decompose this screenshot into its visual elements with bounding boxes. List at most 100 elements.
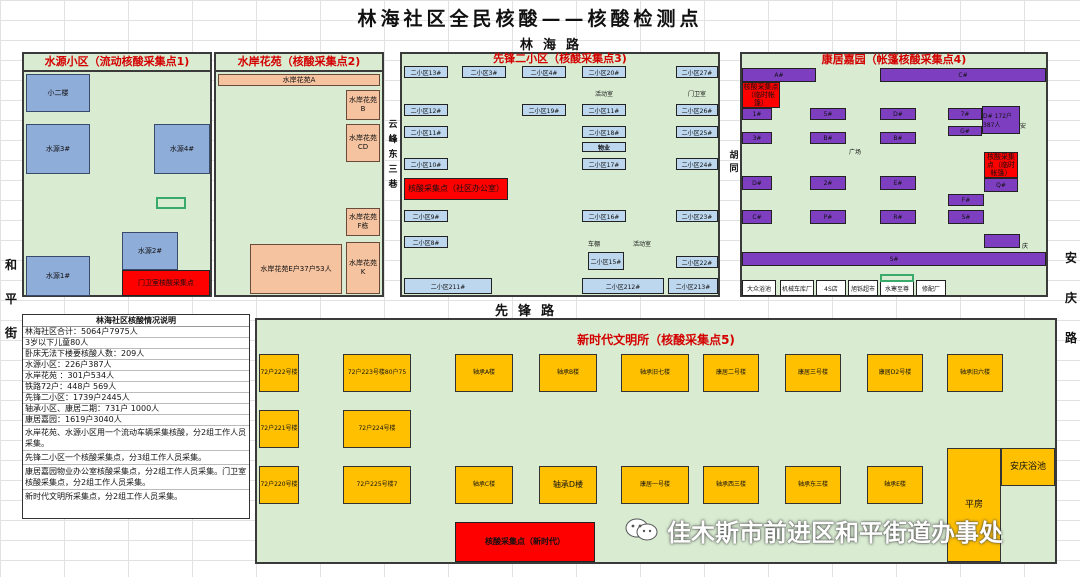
building-block: 二小区212# bbox=[582, 278, 664, 294]
building-block: 轴承E楼 bbox=[867, 466, 923, 504]
legend-row: 卧床无法下楼要核酸人数：209人 bbox=[23, 349, 249, 360]
cell-highlight bbox=[880, 274, 914, 282]
building-block: 2# bbox=[810, 176, 846, 190]
building-block: 二小区18# bbox=[582, 126, 626, 138]
building-block: 二小区16# bbox=[582, 210, 626, 222]
building-block: 小二楼 bbox=[26, 74, 90, 112]
legend-table: 林海社区核酸情况说明 林海社区合计：5064户7975人 3岁以下儿童80人 卧… bbox=[22, 314, 250, 519]
legend-row: 新时代文明所采集点，分2组工作人员采集。 bbox=[25, 492, 183, 501]
legend-row: 水源小区：226户387人 bbox=[23, 360, 249, 371]
building-block: 二小区9# bbox=[404, 210, 448, 222]
shop-block: 大众浴池 bbox=[742, 280, 776, 296]
building-block: C# bbox=[880, 68, 1046, 82]
building-block: 轴承东三楼 bbox=[785, 466, 841, 504]
building-block: 7# bbox=[948, 108, 982, 120]
road-hutong: 胡 同 bbox=[729, 151, 739, 174]
building-block: 轴承D楼 bbox=[539, 466, 597, 504]
building-block: 二小区22# bbox=[676, 256, 718, 268]
shop-block: 机械车库厂 bbox=[780, 280, 814, 296]
building-block: 水源3# bbox=[26, 124, 90, 174]
watermark: 佳木斯市前进区和平街道办事处 bbox=[625, 512, 1065, 548]
page-title: 林海社区全民核酸——核酸检测点 bbox=[357, 8, 703, 30]
shop-block: 旭铄超市 bbox=[848, 280, 878, 296]
building-block: 二小区24# bbox=[676, 158, 718, 170]
building-block: 轴承西三楼 bbox=[703, 466, 759, 504]
building-block: 72户225号楼7 bbox=[343, 466, 411, 504]
building-block: 轴承A楼 bbox=[455, 354, 513, 392]
facility-label: 活动室 bbox=[594, 90, 613, 98]
building-block: 二小区8# bbox=[404, 236, 448, 248]
building-block: 水岸花苑B bbox=[346, 90, 380, 120]
building-block: 康居D2号楼 bbox=[867, 354, 923, 392]
panel-title: 先锋二小区（核酸采集点3) bbox=[493, 52, 627, 65]
testing-point-marker: 核酸采集点（新时代） bbox=[455, 522, 595, 562]
shop-block: 水寒至尊 bbox=[880, 280, 914, 296]
legend-row: 先锋二小区：1739户2445人 bbox=[23, 393, 249, 404]
building-block: 轴承C楼 bbox=[455, 466, 513, 504]
legend-row: 水岸花苑、水源小区用一个流动车辆采集核酸，分2组工作人员采集。 bbox=[23, 426, 249, 451]
building-block: 72户221号楼 bbox=[259, 410, 299, 448]
testing-point-marker: 门卫室核酸采集点 bbox=[122, 270, 210, 296]
building-pingfang: 平房 bbox=[947, 448, 1001, 562]
building-block: 二小区3# bbox=[462, 66, 506, 78]
testing-point-marker: 核酸采集点（临时帐篷） bbox=[984, 152, 1018, 178]
building-block: B# bbox=[810, 132, 846, 144]
building-block: 二小区13# bbox=[404, 66, 448, 78]
building-block: 康居二号楼 bbox=[703, 354, 759, 392]
shop-block: 修配厂 bbox=[916, 280, 946, 296]
road-anqing: 安 庆 路 bbox=[1064, 251, 1077, 345]
building-block: 二小区213# bbox=[668, 278, 718, 294]
building-block: 二小区19# bbox=[522, 104, 566, 116]
cell-highlight bbox=[156, 197, 186, 209]
panel-shuian: 水岸花苑（核酸采集点2) 水岸花苑A 水岸花苑B 水岸花苑CD 水岸花苑F栋 水… bbox=[214, 52, 384, 297]
building-block: P# bbox=[810, 210, 846, 224]
building-block: 水源1# bbox=[26, 256, 90, 296]
building-block: G# bbox=[948, 126, 982, 136]
panel-kangju: 康居嘉园（帐篷核酸采集点4) A# C# 核酸采集点（临时帐篷） 1# 5# D… bbox=[740, 52, 1048, 297]
building-block: 二小区25# bbox=[676, 126, 718, 138]
panel-title: 新时代文明所（核酸采集点5) bbox=[577, 333, 735, 347]
building-block: 水源2# bbox=[122, 232, 178, 270]
building-block: 72户220号楼 bbox=[259, 466, 299, 504]
building-block-d: D# 172户 387人 bbox=[982, 106, 1020, 134]
facility-label: 门卫室 bbox=[687, 90, 706, 98]
wechat-icon bbox=[625, 517, 659, 543]
legend-row: 康居嘉园物业办公室核酸采集点，分2组工作人员采集。门卫室核酸采集点，分2组工作人… bbox=[23, 465, 249, 490]
watermark-text: 佳木斯市前进区和平街道办事处 bbox=[667, 518, 1003, 547]
building-block: 水岸花苑CD bbox=[346, 124, 380, 162]
building-block: 二小区27# bbox=[676, 66, 718, 78]
building-block: 72户224号楼 bbox=[343, 410, 411, 448]
building-block: E# bbox=[880, 176, 916, 190]
building-block: 72户223号楼80户75 bbox=[343, 354, 411, 392]
building-block: 二小区23# bbox=[676, 210, 718, 222]
building-block: Q# bbox=[984, 178, 1018, 192]
building-block: 二小区12# bbox=[404, 104, 448, 116]
panel-title: 水源小区（流动核酸采集点1) bbox=[24, 54, 210, 72]
area-label: 庆 bbox=[1021, 242, 1028, 250]
building-block: F# bbox=[948, 194, 984, 206]
building-block: 轴承旧六楼 bbox=[947, 354, 1003, 392]
testing-point-marker: 核酸采集点（临时帐篷） bbox=[742, 82, 780, 108]
building-block: 二小区10# bbox=[404, 158, 448, 170]
building-block: 水岸花苑E户37户53人 bbox=[250, 244, 342, 294]
facility-label: 物业 bbox=[582, 142, 626, 152]
building-block: A# bbox=[742, 68, 816, 82]
shop-block: 4S店 bbox=[816, 280, 846, 296]
testing-point-marker: 核酸采集点（社区办公室） bbox=[404, 178, 508, 200]
legend-row: 康居嘉园：1619户3040人 bbox=[23, 415, 249, 426]
building-block: D# bbox=[880, 108, 916, 120]
building-block: 康居一号楼 bbox=[621, 466, 689, 504]
building-block: 康居三号楼 bbox=[785, 354, 841, 392]
panel-xinshidai: 新时代文明所（核酸采集点5) 72户222号楼 72户223号楼80户75 轴承… bbox=[255, 318, 1057, 564]
legend-row: 3岁以下儿童80人 bbox=[23, 338, 249, 349]
building-bathhouse: 安庆浴池 bbox=[1001, 448, 1055, 486]
building-block: D# bbox=[742, 176, 772, 190]
area-label: 安 bbox=[1019, 122, 1026, 130]
legend-row: 轴承小区、康居二期：731户 1000人 bbox=[23, 404, 249, 415]
building-block: 水源4# bbox=[154, 124, 210, 174]
building-block: 轴承B楼 bbox=[539, 354, 597, 392]
legend-row: 水岸花苑 ：301户534人 bbox=[23, 371, 249, 382]
panel-shuiyuan: 水源小区（流动核酸采集点1) 小二楼 水源3# 水源4# 水源2# 水源1# 门… bbox=[22, 52, 212, 297]
building-block: 水岸花苑F栋 bbox=[346, 208, 380, 236]
legend-row: 铁路72户：448户 569人 bbox=[23, 382, 249, 393]
